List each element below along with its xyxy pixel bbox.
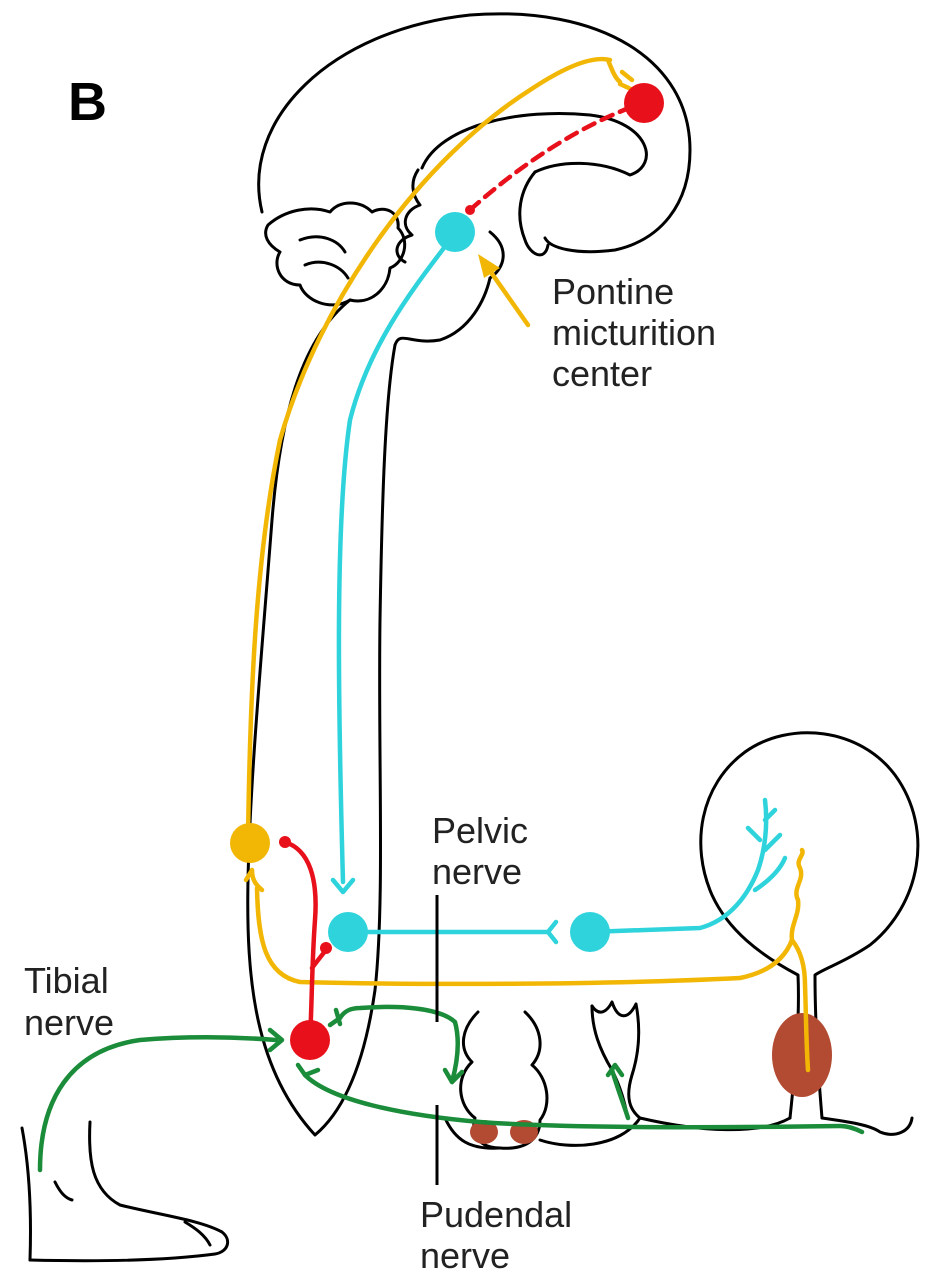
pudendal-label-line2: nerve [420, 1235, 510, 1276]
panel-letter: B [68, 72, 107, 132]
ganglion-neuron [570, 912, 610, 952]
tibial-label-line1: Tibial [24, 960, 109, 1001]
pontine-label-line2: micturition [552, 312, 716, 353]
pontine-label-line1: Pontine [552, 271, 674, 312]
pudendal-label: Pudendal nerve [420, 1194, 572, 1276]
red-terminal-upper [279, 836, 291, 848]
tibial-pathway-green [40, 1007, 862, 1170]
foot-outline [22, 1122, 228, 1261]
cortical-neuron [624, 83, 664, 123]
afferent-cell-body [230, 823, 270, 863]
pelvic-label: Pelvic nerve [432, 810, 528, 892]
uterus-outline [592, 1002, 640, 1118]
pelvic-label-line2: nerve [432, 851, 522, 892]
urethral-sphincter [772, 1013, 832, 1097]
spinal-cord-outline [248, 300, 395, 1135]
pontine-label: Pontine micturition center [552, 271, 716, 394]
pudendal-label-line1: Pudendal [420, 1194, 572, 1235]
onuf-neuron [290, 1020, 330, 1060]
tibial-label-line2: nerve [24, 1002, 114, 1043]
dashed-pathway-end [465, 205, 475, 215]
pelvic-label-line1: Pelvic [432, 810, 528, 851]
pontine-neuron [435, 212, 475, 252]
pontine-label-line3: center [552, 353, 652, 394]
red-terminal-lower [320, 942, 332, 954]
tibial-label: Tibial nerve [24, 960, 114, 1043]
preganglionic-neuron [328, 912, 368, 952]
